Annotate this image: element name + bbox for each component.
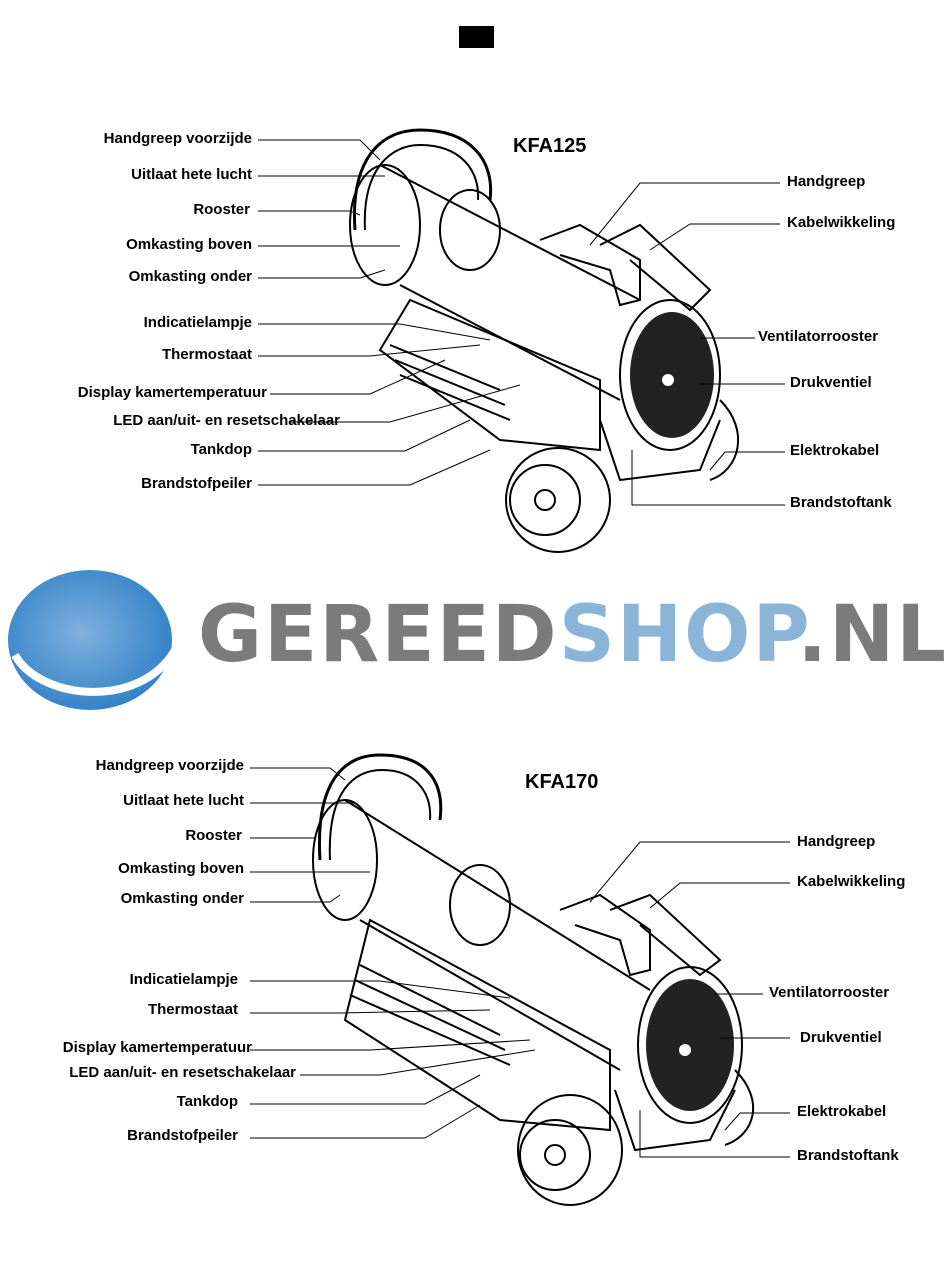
label-kabelwikkeling: Kabelwikkeling [787,214,896,231]
label-led: LED aan/uit- en resetschakelaar [113,412,340,429]
label-elektrokabel: Elektrokabel [790,442,880,459]
label-uitlaat: Uitlaat hete lucht [123,792,244,809]
label-rooster: Rooster [185,827,242,844]
watermark-part2: SHOP [558,590,798,680]
label-tankdop: Tankdop [190,441,252,458]
label-drukventiel: Drukventiel [790,374,872,391]
label-display: Display kamertemperatuur [62,1039,252,1056]
label-display: Display kamertemperatuur [77,384,267,401]
label-rooster: Rooster [193,201,250,218]
label-drukventiel: Drukventiel [800,1029,882,1046]
model-title: KFA125 [513,135,587,157]
label-handgreep-voorzijde: Handgreep voorzijde [95,757,244,774]
label-thermostaat: Thermostaat [147,1001,238,1018]
label-brandstofpeiler: Brandstofpeiler [141,475,252,492]
label-omkasting-boven: Omkasting boven [118,860,244,877]
watermark-part3: .NL [797,590,948,680]
label-brandstofpeiler: Brandstofpeiler [127,1127,238,1144]
label-handgreep-voorzijde: Handgreep voorzijde [103,130,252,147]
label-thermostaat: Thermostaat [161,346,252,363]
label-brandstoftank: Brandstoftank [790,494,892,511]
label-ventilatorrooster: Ventilatorrooster [769,984,890,1001]
diagram-kfa125: KFA125 Handgreep voorzijde Uitlaat hete … [0,0,950,560]
model-title: KFA170 [525,771,599,793]
top-black-mark [459,26,494,48]
label-elektrokabel: Elektrokabel [797,1103,887,1120]
diagram-kfa170: KFA170 Handgreep voorzijde Uitlaat hete … [0,630,950,1280]
label-omkasting-boven: Omkasting boven [126,236,252,253]
label-indicatielampje: Indicatielampje [143,314,252,331]
label-led: LED aan/uit- en resetschakelaar [69,1064,296,1081]
watermark-text: GEREEDSHOP.NL [198,590,948,680]
label-omkasting-onder: Omkasting onder [120,890,244,907]
label-omkasting-onder: Omkasting onder [128,268,252,285]
label-ventilatorrooster: Ventilatorrooster [758,328,879,345]
label-kabelwikkeling: Kabelwikkeling [797,873,906,890]
watermark-part1: GEREED [198,590,559,680]
heater-drawing-kfa125 [258,128,785,553]
label-tankdop: Tankdop [176,1093,238,1110]
label-handgreep: Handgreep [797,833,876,850]
label-uitlaat: Uitlaat hete lucht [131,166,252,183]
label-brandstoftank: Brandstoftank [797,1147,899,1164]
gereedshop-logo [8,570,179,710]
label-indicatielampje: Indicatielampje [129,971,238,988]
heater-drawing-kfa170 [250,753,790,1206]
label-handgreep: Handgreep [787,173,866,190]
